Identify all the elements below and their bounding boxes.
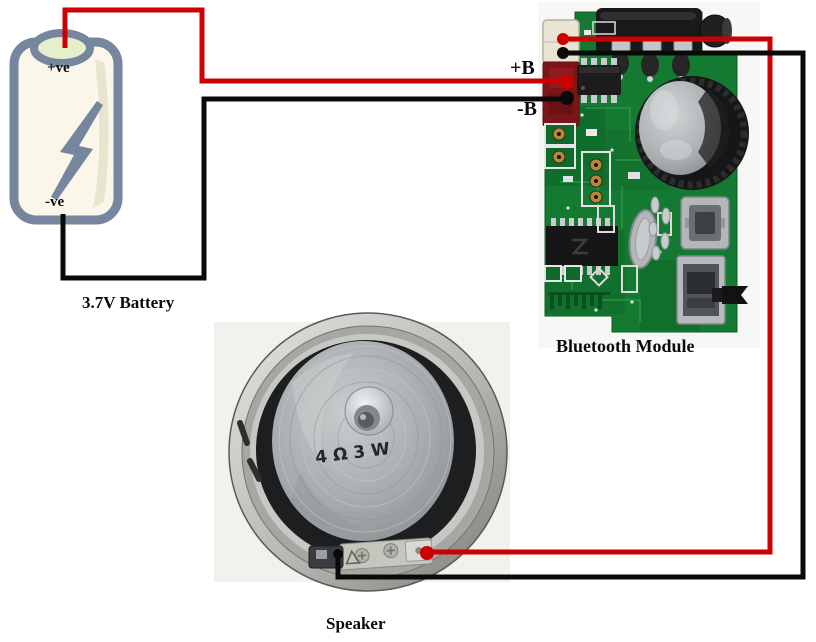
battery-cap xyxy=(30,29,94,67)
usb-port xyxy=(676,255,726,325)
rotary-knob xyxy=(635,76,749,190)
battery-shading xyxy=(93,60,109,208)
speaker: 4Ω3W xyxy=(214,312,510,592)
wire-speaker-positive xyxy=(428,36,773,555)
dot-module-b-negative xyxy=(560,91,574,105)
battery-icon xyxy=(9,29,123,225)
soic8-chip xyxy=(577,58,621,103)
pcb-antenna xyxy=(548,292,610,309)
module-positive-input-label: +B xyxy=(510,57,535,79)
connection-dots xyxy=(333,33,574,560)
dot-speaker-positive xyxy=(420,546,434,560)
power-switch xyxy=(712,286,748,304)
solder-joints xyxy=(648,196,671,261)
dot-speaker-negative xyxy=(333,549,343,559)
battery-negative-label: -ve xyxy=(45,194,65,210)
dot-module-b-positive xyxy=(560,75,574,89)
silkscreen-marks xyxy=(544,21,672,293)
wire-battery-positive xyxy=(62,7,564,84)
lightning-bolt-icon xyxy=(51,101,103,200)
edge-pads xyxy=(544,123,576,169)
module-negative-input-label: -B xyxy=(517,98,537,120)
wire-battery-negative xyxy=(60,96,564,281)
wires xyxy=(60,7,806,580)
wire-speaker-negative xyxy=(335,50,806,580)
micro-usb-port xyxy=(680,196,730,250)
dot-module-speaker-negative xyxy=(557,47,569,59)
bluetooth-module xyxy=(538,2,760,348)
speaker-label: Speaker xyxy=(326,614,386,633)
module-label: Bluetooth Module xyxy=(556,336,695,356)
speaker-magnet xyxy=(272,341,454,541)
power-connector xyxy=(542,61,580,127)
pin-header xyxy=(581,151,611,207)
battery-positive-label: +ve xyxy=(47,60,70,76)
audio-jack xyxy=(596,8,732,82)
dot-module-speaker-positive xyxy=(557,33,569,45)
battery-label: 3.7V Battery xyxy=(82,293,175,312)
